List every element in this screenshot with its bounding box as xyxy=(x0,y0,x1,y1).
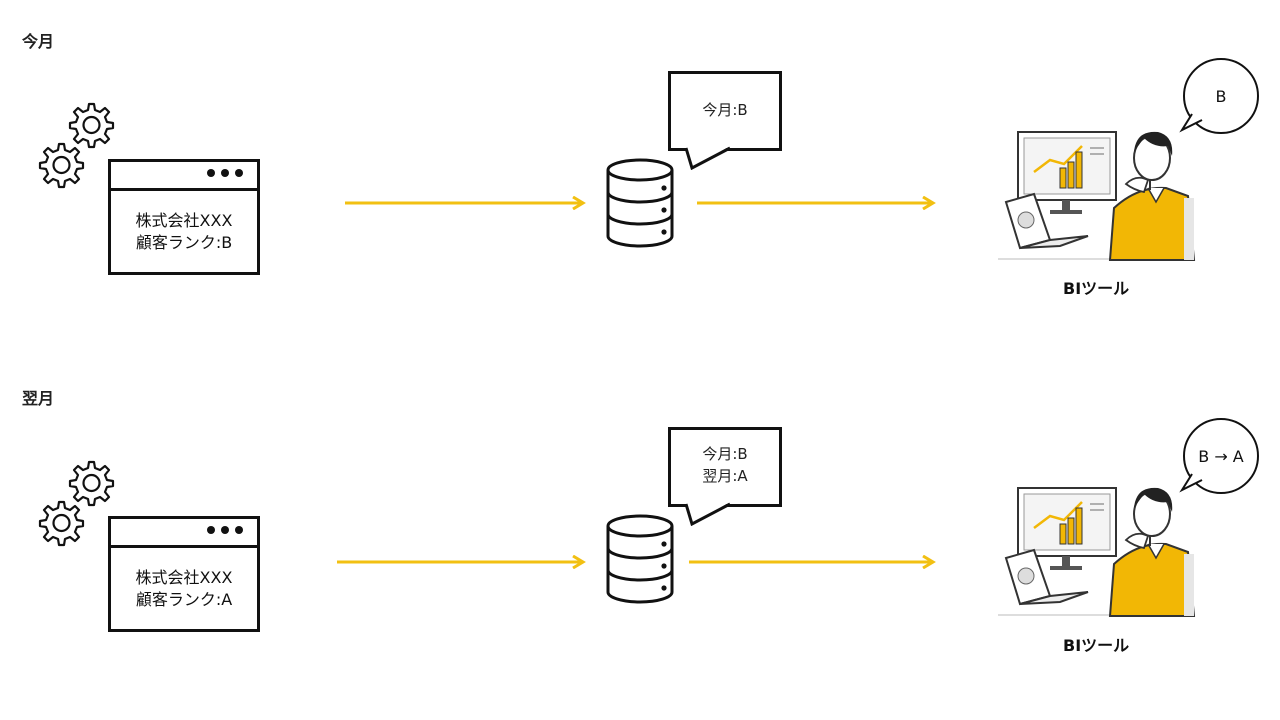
speech-text: B xyxy=(1215,86,1227,106)
bi-tool-label: BIツール xyxy=(1063,279,1130,298)
gears-icon xyxy=(38,102,115,189)
db-value-bubble: 今月:B xyxy=(668,71,782,151)
section-label-this-month: 今月 xyxy=(22,32,55,51)
app-window: 株式会社XXX 顧客ランク:B xyxy=(108,159,260,275)
company-name: 株式会社XXX xyxy=(135,568,233,587)
bubble-tail xyxy=(684,502,731,526)
bubble-line: 今月:B xyxy=(702,445,748,463)
arrow-app-to-db xyxy=(345,196,586,210)
arrow-db-to-bi xyxy=(697,196,936,210)
customer-rank: 顧客ランク:A xyxy=(135,590,233,609)
window-dot xyxy=(207,169,215,177)
window-titlebar xyxy=(111,162,257,191)
window-dot xyxy=(221,526,229,534)
bi-user-illustration xyxy=(998,131,1196,261)
database-icon xyxy=(606,158,674,248)
window-dot xyxy=(221,169,229,177)
bi-tool-label: BIツール xyxy=(1063,636,1130,655)
db-value-bubble: 今月:B 翌月:A xyxy=(668,427,782,507)
speech-tail xyxy=(1179,472,1204,493)
window-dot xyxy=(235,169,243,177)
gears-icon xyxy=(38,460,115,547)
arrow-db-to-bi xyxy=(689,555,936,569)
speech-tail xyxy=(1179,112,1204,133)
company-name: 株式会社XXX xyxy=(135,211,233,230)
window-titlebar xyxy=(111,519,257,548)
section-label-next-month: 翌月 xyxy=(22,389,55,408)
bubble-line: 翌月:A xyxy=(702,467,748,485)
bi-user-illustration xyxy=(998,487,1196,617)
database-icon xyxy=(606,514,674,604)
customer-rank: 顧客ランク:B xyxy=(135,233,233,252)
window-dot xyxy=(207,526,215,534)
bubble-line: 今月:B xyxy=(702,101,748,119)
arrow-app-to-db xyxy=(337,555,586,569)
bubble-tail xyxy=(684,146,731,170)
app-window: 株式会社XXX 顧客ランク:A xyxy=(108,516,260,632)
speech-text: B → A xyxy=(1198,446,1244,466)
window-dot xyxy=(235,526,243,534)
